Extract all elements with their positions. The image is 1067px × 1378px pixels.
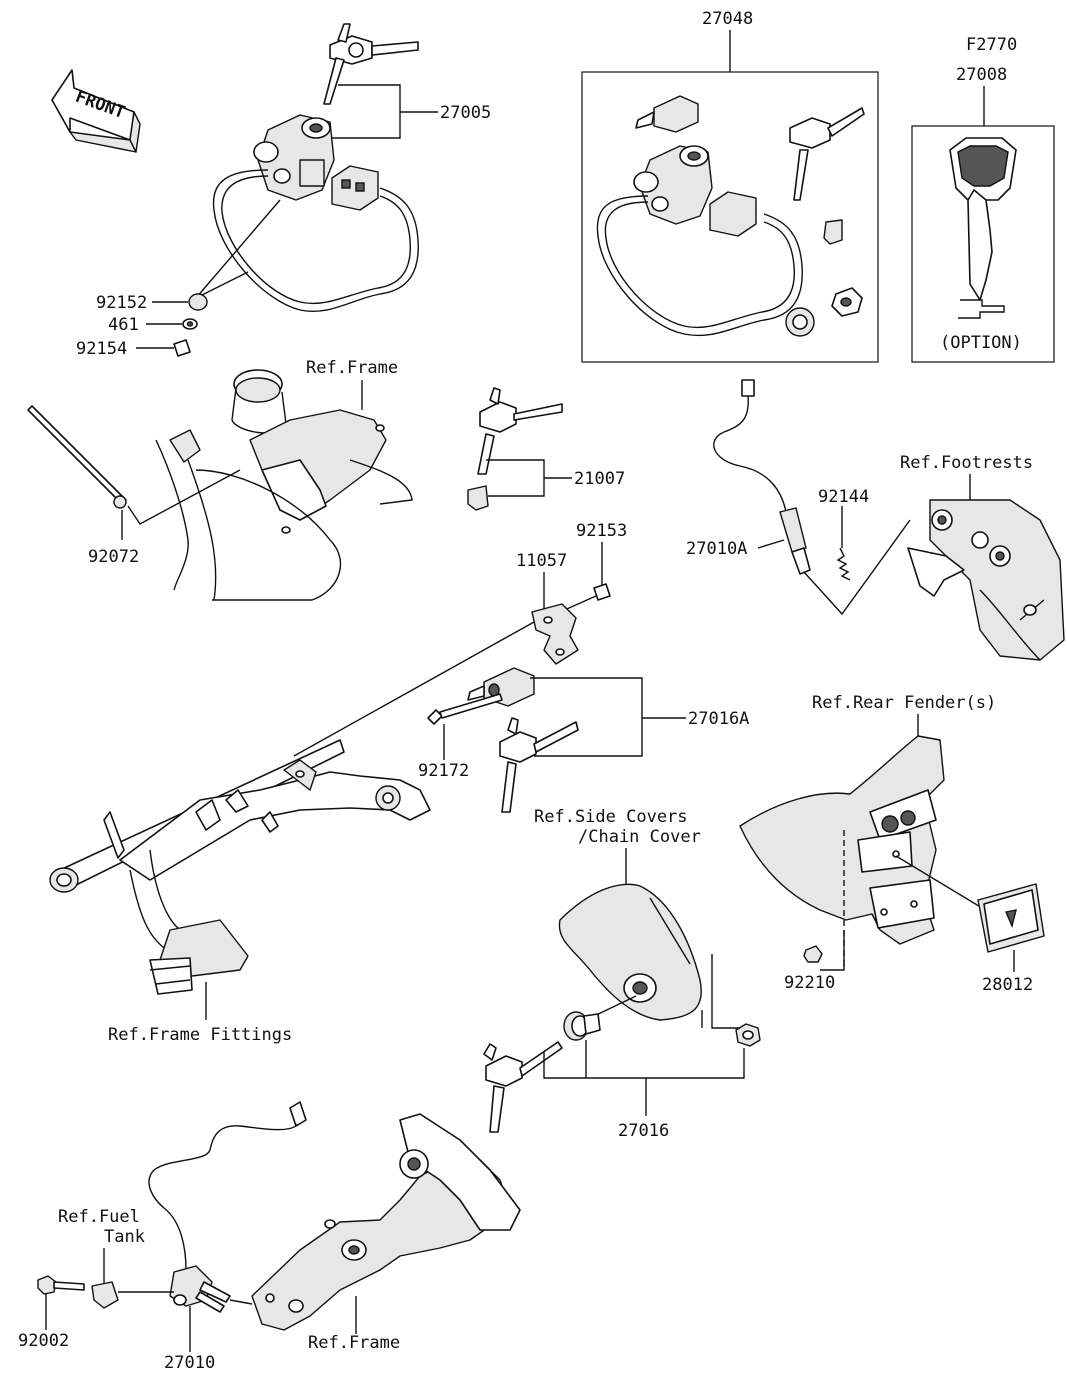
diagram-code: F2770 (966, 35, 1017, 55)
part-number-27016: 27016 (618, 1121, 669, 1141)
part-number-27010: 27010 (164, 1353, 215, 1373)
part-number-92210: 92210 (784, 973, 835, 993)
part-number-92072: 92072 (88, 547, 139, 567)
frame-fittings-drawing (49, 621, 535, 995)
ref-frame-bottom: Ref.Frame (308, 1333, 400, 1353)
part-number-27016a: 27016A (688, 709, 749, 729)
frame-headstock-drawing (155, 369, 413, 601)
nut-27016-icon (735, 1023, 761, 1047)
key-set-27016-icon (483, 1041, 563, 1133)
bolt-92172-icon (427, 693, 503, 725)
ignition-switch-icon (253, 114, 335, 201)
side-cover-drawing (558, 883, 702, 1021)
part-number-28012: 28012 (982, 975, 1033, 995)
part-number-92154: 92154 (76, 339, 127, 359)
kit-27048-contents (596, 95, 865, 337)
ref-rear-fender: Ref.Rear Fender(s) (812, 693, 996, 713)
part-number-92152: 92152 (96, 293, 147, 313)
option-label: (OPTION) (940, 333, 1022, 353)
part-number-27005: 27005 (440, 103, 491, 123)
ref-footrests: Ref.Footrests (900, 453, 1033, 473)
part-number-27048: 27048 (702, 9, 753, 29)
key-set-21007-icon (467, 387, 563, 511)
spring-92144-icon (836, 547, 851, 581)
bolt-icon (173, 339, 191, 357)
key-set-icon (323, 23, 419, 105)
part-number-21007: 21007 (574, 469, 625, 489)
switch-27010a-drawing (713, 379, 911, 616)
wiring-connector-icon (331, 165, 379, 211)
footrest-bracket-drawing (907, 499, 1065, 661)
part-number-27008: 27008 (956, 65, 1007, 85)
ignition-switch-assembly (212, 23, 438, 312)
cable-tie-icon (27, 405, 127, 509)
nut-92210-icon (803, 945, 823, 963)
part-number-11057: 11057 (516, 551, 567, 571)
fastener-stack (136, 199, 281, 357)
part-number-461: 461 (108, 315, 139, 335)
part-number-92172: 92172 (418, 761, 469, 781)
part-number-92144: 92144 (818, 487, 869, 507)
option-key-frame (911, 125, 1055, 363)
ref-fuel-tank-line2: Tank (104, 1227, 145, 1247)
reflector-28012-icon (977, 883, 1045, 953)
key-set-27016a-icon (499, 717, 579, 813)
lock-cylinder-27016-icon (563, 1011, 601, 1041)
part-number-92002: 92002 (18, 1331, 69, 1351)
frame-rear-drawing (229, 1113, 521, 1331)
front-arrow-icon: FRONT (51, 69, 141, 153)
ref-frame-top: Ref.Frame (306, 358, 398, 378)
ref-side-covers-line2: /Chain Cover (578, 827, 701, 847)
rear-fender-drawing (739, 735, 945, 945)
part-number-27010a: 27010A (686, 539, 747, 559)
bolt-92002-icon (37, 1275, 85, 1295)
bushing-icon (188, 293, 208, 311)
bracket-11057-icon (531, 603, 579, 665)
screw-92153-icon (593, 583, 611, 601)
ref-side-covers-line1: Ref.Side Covers (534, 807, 688, 827)
switch-27010-drawing (148, 1101, 307, 1313)
part-number-92153: 92153 (576, 521, 627, 541)
blank-key-icon (949, 137, 1017, 319)
ref-fuel-tank-line1: Ref.Fuel (58, 1207, 140, 1227)
ref-frame-fittings: Ref.Frame Fittings (108, 1025, 292, 1045)
bracket-fuel-tank-icon (91, 1281, 119, 1309)
